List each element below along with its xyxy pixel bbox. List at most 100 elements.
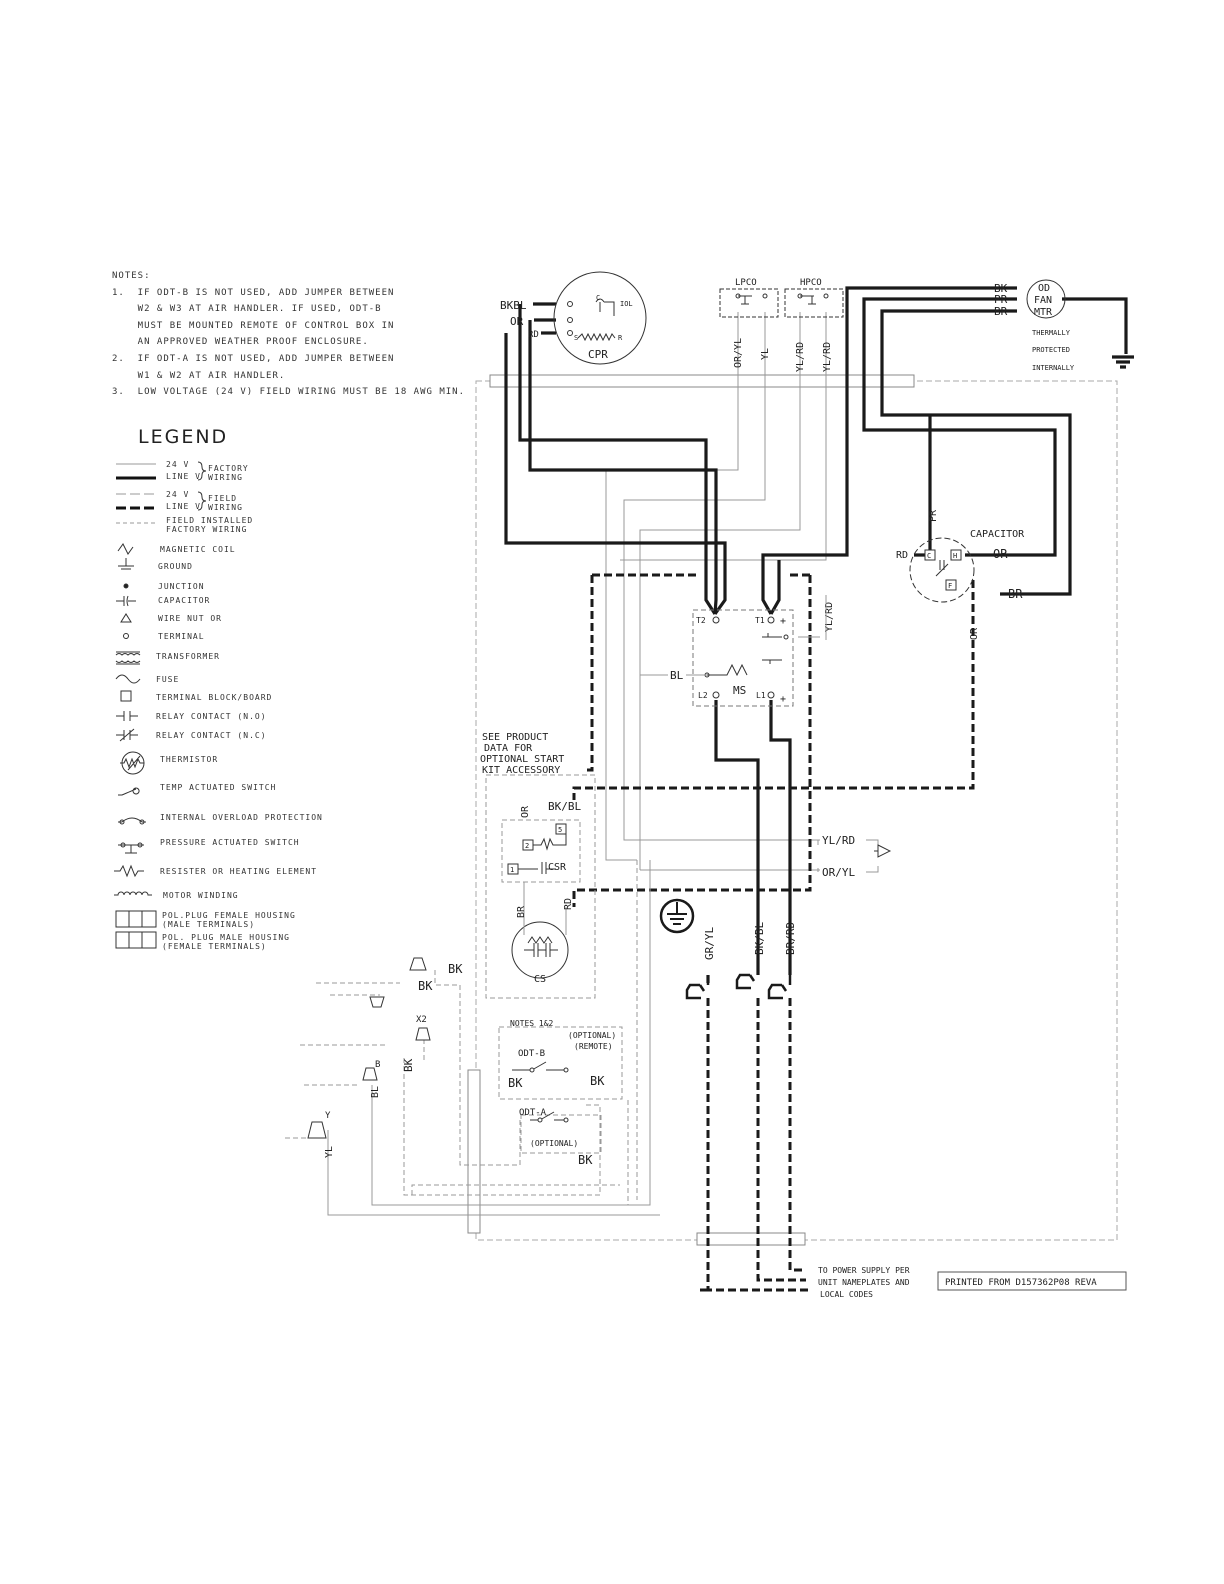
wire-label-bk-bl-power: BK/BL	[753, 922, 766, 955]
csr-terminal-5: 5	[558, 826, 562, 834]
wire-label-bk-odtb-l: BK	[508, 1076, 523, 1090]
plug-connector	[874, 844, 892, 858]
odt-a-box	[520, 1111, 602, 1154]
ms-l2-label: L2	[698, 691, 708, 700]
wire-label-br-cap: BR	[1008, 587, 1023, 601]
od-fan-label-3: MTR	[1034, 307, 1053, 318]
legend-linev-field: LINE V	[166, 502, 201, 511]
ground-symbol	[659, 898, 695, 934]
wire-label-gr-yl: GR/YL	[703, 927, 716, 960]
optional-2-label: (OPTIONAL)	[530, 1139, 578, 1148]
cpr-r-label: R	[618, 334, 623, 342]
wire-label-yl-rd-plug: YL/RD	[822, 834, 855, 847]
wire-label-rd-cs: RD	[563, 898, 574, 910]
cap-c-label: C	[927, 552, 931, 560]
power-note-3: LOCAL CODES	[820, 1290, 873, 1299]
legend-plug-female: POL.PLUG FEMALE HOUSING (MALE TERMINALS)	[162, 911, 296, 929]
wire-label-bk-2: BK	[418, 979, 433, 993]
notes-12-label: NOTES 1&2	[510, 1019, 554, 1028]
wire-label-br-rd-power: BR/RD	[784, 922, 797, 955]
start-kit-box: 5 2 1 CSR CS	[485, 774, 596, 999]
odt-a-label: ODT-A	[519, 1108, 547, 1118]
y-label: Y	[325, 1111, 331, 1121]
legend-terminal: TERMINAL	[158, 632, 205, 641]
capacitor-label: CAPACITOR	[970, 529, 1025, 540]
legend-junction: JUNCTION	[158, 582, 205, 591]
legend-field-wiring: FIELD WIRING	[208, 494, 243, 512]
legend-linev-factory: LINE V	[166, 472, 201, 481]
legend-relay-no: RELAY CONTACT (N.O)	[156, 712, 267, 721]
legend-symbols	[114, 461, 207, 949]
wire-label-bk-odtb-r: BK	[590, 1074, 605, 1088]
optional-label: (OPTIONAL)	[568, 1031, 616, 1040]
cpr-s-label: S	[574, 334, 578, 342]
legend-pressure-switch: PRESSURE ACTUATED SWITCH	[160, 838, 300, 847]
cap-h-label: H	[953, 552, 957, 560]
lpco-label: LPCO	[735, 278, 757, 288]
svg-text:+: +	[780, 694, 786, 705]
legend-terminal-block: TERMINAL BLOCK/BOARD	[156, 693, 273, 702]
power-note-1: TO POWER SUPPLY PER	[818, 1266, 910, 1275]
cs-label: CS	[534, 974, 546, 985]
wire-label-bl-low: BL	[370, 1086, 381, 1098]
wire-label-yl-rd-ms: YL/RD	[824, 602, 835, 632]
csr-label: CSR	[548, 862, 567, 873]
low-voltage-plugs	[307, 957, 431, 1139]
legend-title: LEGEND	[138, 426, 229, 448]
legend-wire-nut: WIRE NUT OR	[158, 614, 222, 623]
wire-label-bk-bl-csr: BK/BL	[548, 800, 581, 813]
wire-label-br-fan: BR	[994, 305, 1008, 318]
wire-label-or-yl-top: OR/YL	[733, 338, 744, 368]
od-fan-label-1: OD	[1038, 283, 1050, 294]
wire-label-pr-fan: PR	[994, 293, 1008, 306]
see-product-1: SEE PRODUCT	[482, 732, 548, 743]
cap-f-label: F	[948, 582, 952, 590]
ms-contactor: T2 T1 L2 L1 MS + +	[692, 609, 794, 707]
thermal-label-1: THERMALLY	[1032, 329, 1071, 337]
wire-label-bk-odta: BK	[578, 1153, 593, 1167]
legend-plug-male: POL. PLUG MALE HOUSING (FEMALE TERMINALS…	[162, 933, 290, 951]
notes-header: NOTES:	[112, 271, 151, 281]
ms-label: MS	[733, 684, 746, 697]
cpr-iol-label: IOL	[620, 300, 633, 308]
od-fan-label-2: FAN	[1034, 295, 1052, 306]
legend-ground: GROUND	[158, 562, 193, 571]
lpco-switch	[719, 288, 779, 318]
wire-label-br-cs: BR	[516, 905, 527, 918]
legend-temp-switch: TEMP ACTUATED SWITCH	[160, 783, 277, 792]
legend-fuse: FUSE	[156, 675, 180, 684]
ms-t1-label: T1	[755, 616, 765, 625]
remote-label: (REMOTE)	[574, 1042, 613, 1051]
thermal-label-3: INTERNALLY	[1032, 364, 1075, 372]
field-wires	[572, 573, 975, 1292]
printed-from-box	[937, 1271, 1127, 1291]
line-voltage-wires	[504, 286, 1134, 983]
legend-transformer: TRANSFORMER	[156, 652, 220, 661]
wire-label-or-vert: OR	[969, 627, 980, 640]
od-fan-motor: OD FAN MTR	[1026, 279, 1066, 319]
legend-field-installed: FIELD INSTALLED FACTORY WIRING	[166, 516, 254, 534]
thermal-label-2: PROTECTED	[1032, 346, 1070, 354]
wire-label-rd-cap: RD	[896, 550, 908, 561]
legend-24v-factory: 24 V	[166, 460, 190, 469]
wire-label-yl-top: YL	[760, 348, 771, 360]
cpr-compressor: C S R IOL CPR	[553, 271, 647, 365]
cpr-label: CPR	[588, 348, 608, 361]
csr-terminal-1: 1	[510, 866, 514, 874]
cpr-c-label: C	[596, 294, 600, 302]
wire-label-or-yl-plug: OR/YL	[822, 866, 855, 879]
wire-label-bk-fan: BK	[994, 282, 1008, 295]
note-3: 3. LOW VOLTAGE (24 V) FIELD WIRING MUST …	[112, 387, 466, 398]
legend-motor-winding: MOTOR WINDING	[163, 891, 239, 900]
wire-label-rd-cpr: RD	[528, 330, 539, 340]
legend-relay-nc: RELAY CONTACT (N.C)	[156, 731, 267, 740]
notes-block: NOTES: 1. IF ODT-B IS NOT USED, ADD JUMP…	[112, 268, 465, 401]
wire-label-or-cap: OR	[993, 547, 1008, 561]
wire-label-pr-cap: PR	[928, 509, 939, 522]
enclosure	[467, 374, 1118, 1246]
low-voltage-wires	[285, 860, 638, 1206]
x2-label: X2	[416, 1015, 427, 1025]
wire-label-yl-rd-top2: YL/RD	[822, 342, 833, 372]
wire-label-or-cpr: OR	[510, 315, 524, 328]
